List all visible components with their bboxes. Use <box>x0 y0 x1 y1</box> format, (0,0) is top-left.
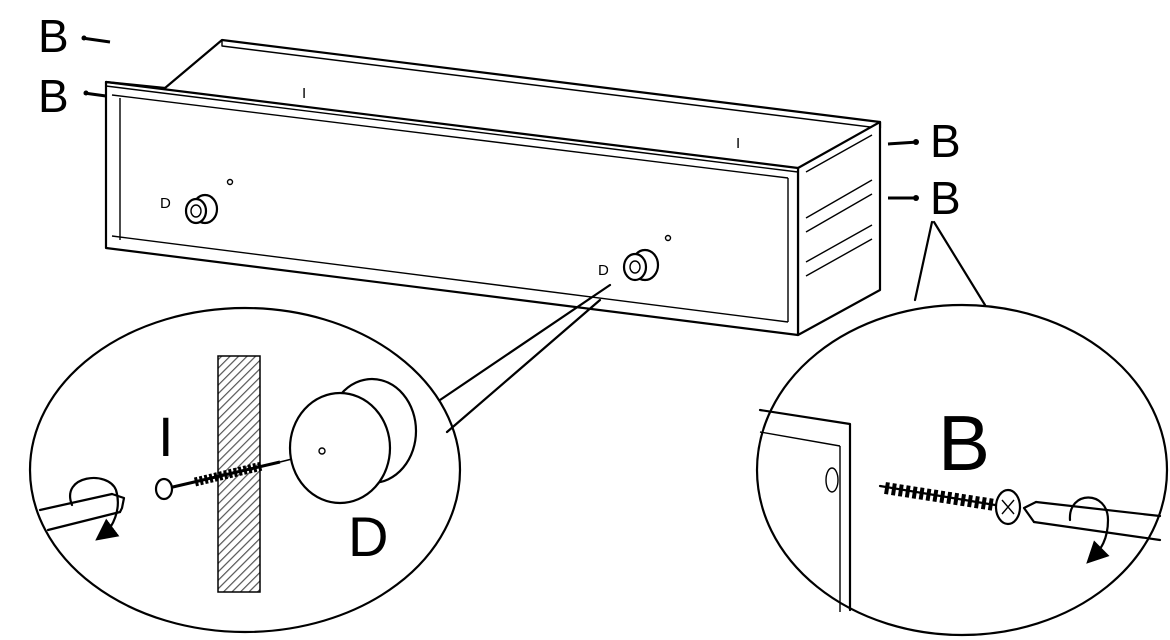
knob-icon <box>288 377 418 505</box>
screw-icon <box>154 456 301 501</box>
right-detail-bubble <box>755 220 1169 637</box>
screw-icon <box>83 90 107 98</box>
detail-label-b: B <box>938 399 990 487</box>
detail-label-i: I <box>158 405 174 468</box>
drawer-box <box>104 38 882 337</box>
label-i: I <box>302 85 306 102</box>
knob-icon <box>622 248 660 282</box>
screwdriver-icon <box>1022 500 1162 542</box>
label-b: B <box>930 115 961 167</box>
label-b: B <box>930 172 961 224</box>
knob-icon <box>184 193 219 225</box>
label-d: D <box>160 195 171 212</box>
detail-label-d: D <box>348 505 388 568</box>
screw-icon <box>878 482 1022 526</box>
label-b: B <box>38 70 69 122</box>
label-i: I <box>736 135 740 152</box>
rotation-arrow-icon <box>69 476 120 541</box>
rotation-arrow-icon <box>1068 496 1110 564</box>
screw-icon <box>887 139 919 146</box>
label-d: D <box>598 262 609 279</box>
label-b: B <box>38 10 69 62</box>
left-detail-bubble <box>28 283 612 634</box>
screw-icon <box>888 195 919 201</box>
screw-icon <box>81 35 111 44</box>
